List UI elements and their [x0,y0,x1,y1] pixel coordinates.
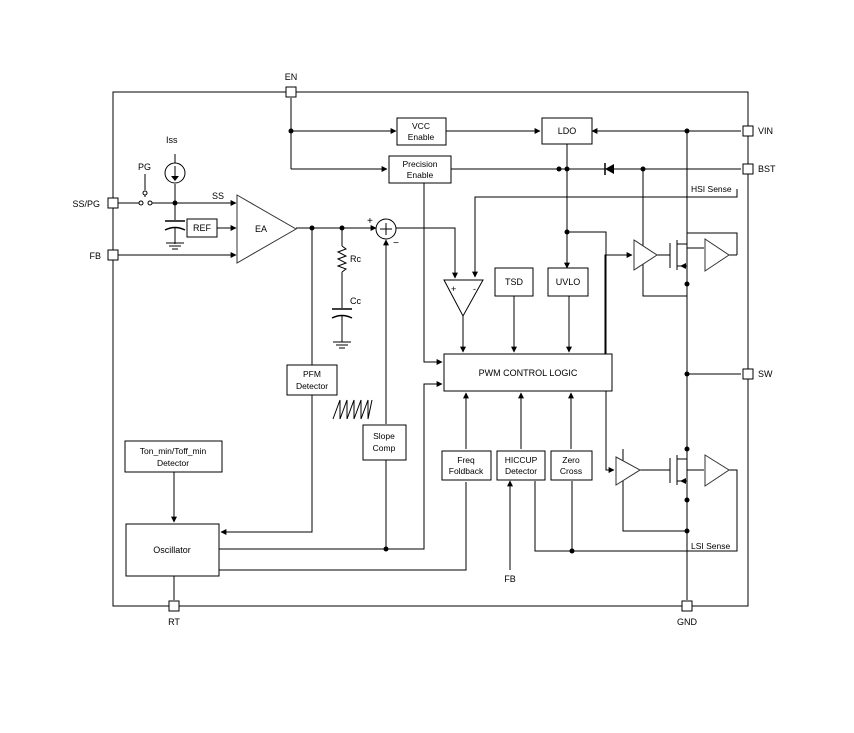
summing-node: + − [367,216,399,249]
zero-cross-line1: Zero [562,455,580,465]
ref-label: REF [193,223,212,233]
freq-foldback-line1: Freq [457,455,475,465]
pin-fb [107,249,119,261]
oscillator-block: Oscillator [125,523,220,577]
freq-foldback-block: Freq Foldback [441,450,492,481]
pin-vin-label: VIN [758,126,773,136]
pin-sw [742,368,754,380]
pins: EN VIN BST SS/PG FB SW RT GND [72,72,776,627]
cc-label: Cc [350,296,361,306]
bst-diode [604,163,614,175]
precision-enable-line1: Precision [403,159,438,169]
ea-label: EA [255,224,267,234]
hiccup-detector-line1: HICCUP [505,455,538,465]
sawtooth-icon [332,399,373,420]
pin-rt-label: RT [168,617,180,627]
pin-rt [168,600,180,612]
zero-cross-line2: Cross [560,466,582,476]
pg-label: PG [138,162,151,172]
hiccup-detector-block: HICCUP Detector [496,450,546,481]
ton-toff-detector-block: Ton_min/Toff_min Detector [124,440,223,473]
fb-internal-label: FB [504,574,516,584]
comp-minus-label: - [473,284,476,294]
sum-minus-label: − [393,238,399,249]
pin-fb-label: FB [89,251,101,261]
rc-label: Rc [350,254,361,264]
high-side-driver: HSI Sense [633,184,732,272]
cc-capacitor: Cc [331,296,361,349]
wiring [118,98,741,600]
ss-label: SS [212,191,224,201]
tsd-label: TSD [505,277,524,287]
vcc-enable-block: VCC Enable [396,117,447,146]
hiccup-detector-line2: Detector [505,466,537,476]
oscillator-label: Oscillator [153,545,191,555]
ea-amplifier: EA [236,194,298,264]
hsi-sense-label: HSI Sense [691,184,732,194]
pwm-control-logic-label: PWM CONTROL LOGIC [479,368,578,378]
comp-plus-label: + [451,284,456,294]
vcc-enable-line2: Enable [408,132,435,142]
zero-cross-block: Zero Cross [550,450,593,481]
pin-vin [742,125,754,137]
sum-plus-label: + [367,216,373,227]
ldo-label: LDO [558,126,577,136]
pin-bst-label: BST [758,164,776,174]
uvlo-label: UVLO [556,277,581,287]
pin-ss-pg-label: SS/PG [72,199,100,209]
low-side-driver: LSI Sense [615,454,730,551]
slope-comp-block: Slope Comp [362,424,407,461]
uvlo-block: UVLO [547,267,589,297]
ton-toff-line1: Ton_min/Toff_min [140,446,207,456]
pin-ss-pg [107,197,119,209]
ldo-block: LDO [541,117,593,145]
rc-resistor: Rc [336,245,361,273]
pwm-control-logic-block: PWM CONTROL LOGIC [443,353,613,392]
pin-gnd-label: GND [677,617,698,627]
pfm-detector-line2: Detector [296,381,328,391]
slope-comp-line1: Slope [373,431,395,441]
pin-en-label: EN [285,72,298,82]
vcc-enable-line1: VCC [412,121,430,131]
iss-label: Iss [166,135,178,145]
pin-gnd [681,600,693,612]
pg-switch: PG [138,162,153,206]
pin-sw-label: SW [758,369,773,379]
ss-capacitor [164,220,186,250]
freq-foldback-line2: Foldback [449,466,484,476]
junction-dots [172,128,690,554]
ton-toff-line2: Detector [157,458,189,468]
pin-bst [742,163,754,175]
tsd-block: TSD [494,267,534,297]
pfm-detector-block: PFM Detector [286,364,338,396]
pin-en [285,86,297,98]
pfm-detector-line1: PFM [303,369,321,379]
precision-enable-block: Precision Enable [388,155,452,184]
iss-current-source: Iss [164,135,186,184]
slope-comp-line2: Comp [373,443,396,453]
ic-boundary [112,91,749,607]
lsi-sense-label: LSI Sense [691,541,730,551]
pwm-comparator: + - [443,279,484,318]
precision-enable-line2: Enable [407,170,434,180]
ref-block: REF [186,218,218,238]
